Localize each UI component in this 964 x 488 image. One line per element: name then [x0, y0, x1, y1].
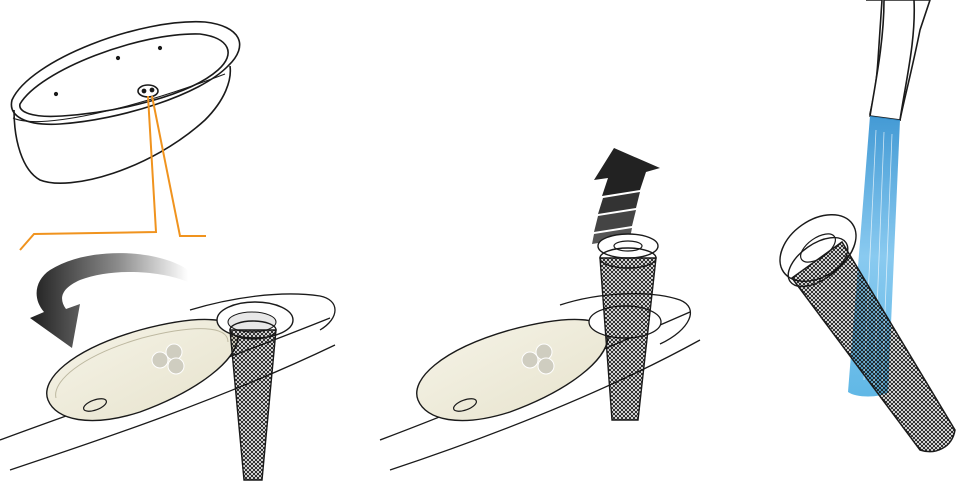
panel-step-1 [0, 22, 335, 480]
drain-filter-icon [598, 234, 658, 420]
lift-up-arrow-icon [592, 148, 660, 244]
bathtub-icon [11, 22, 239, 183]
panel-step-3 [768, 0, 955, 452]
faucet-icon [866, 0, 930, 120]
panel-step-2 [380, 148, 700, 470]
control-plate-icon [47, 320, 238, 421]
control-plate-icon [417, 320, 608, 421]
